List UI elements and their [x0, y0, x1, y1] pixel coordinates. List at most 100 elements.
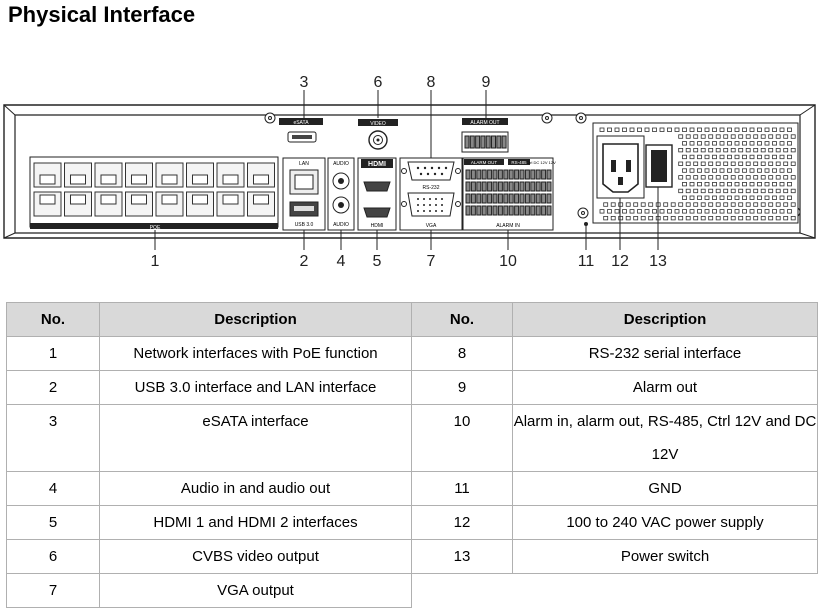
terminal-pin-icon: [481, 181, 487, 192]
vent-hole: [685, 161, 691, 166]
vent-hole: [772, 141, 777, 146]
terminal-pin-icon: [470, 205, 476, 216]
rs232-label: RS-232: [423, 185, 440, 191]
vent-hole: [753, 202, 759, 207]
cell-description: Alarm in, alarm out, RS-485, Ctrl 12V an…: [512, 404, 818, 472]
terminal-pin-icon: [541, 181, 547, 192]
terminal-pin-icon: [524, 181, 530, 192]
vent-hole: [787, 182, 792, 187]
vent-hole: [712, 127, 717, 132]
vent-hole: [723, 175, 729, 180]
table-row: 1 Network interfaces with PoE function 8…: [6, 336, 818, 371]
vent-hole: [768, 148, 774, 153]
vent-hole: [685, 188, 691, 194]
vent-hole: [745, 175, 751, 180]
video-bnc-port: VIDEO: [358, 119, 398, 150]
vent-hole: [775, 161, 781, 166]
vent-hole: [749, 127, 755, 132]
vent-hole: [644, 127, 650, 132]
terminal-pin-icon: [491, 135, 496, 149]
vent-hole: [648, 202, 654, 207]
vent-hole: [730, 175, 736, 180]
vent-hole: [682, 182, 687, 187]
vent-hole: [685, 215, 691, 221]
vent-hole: [757, 168, 762, 173]
vent-hole: [697, 209, 702, 214]
vent-hole: [779, 168, 785, 173]
rj45-port-icon: [161, 174, 178, 185]
empty-cell: [513, 574, 818, 608]
vent-hole: [693, 134, 699, 139]
vent-hole: [618, 215, 624, 221]
vent-hole: [787, 141, 792, 146]
vent-hole: [760, 161, 766, 166]
terminal-pin-icon: [503, 181, 509, 192]
vent-hole: [689, 195, 695, 200]
vent-hole: [727, 182, 732, 187]
vent-hole: [678, 215, 684, 221]
vent-hole: [629, 209, 635, 214]
terminal-pin-icon: [476, 205, 482, 216]
terminal-pin-icon: [508, 193, 514, 204]
vent-hole: [787, 209, 792, 214]
vent-hole: [704, 195, 710, 200]
hdmi-ports: HDMI HDMI: [357, 157, 397, 231]
vent-hole: [783, 202, 789, 207]
vent-hole: [625, 215, 631, 221]
vent-hole: [775, 215, 781, 221]
vent-hole: [757, 154, 762, 160]
terminal-pin-icon: [485, 135, 491, 149]
terminal-pin-icon: [497, 169, 503, 180]
terminal-pin-icon: [530, 205, 536, 216]
vent-hole: [715, 202, 721, 207]
vent-hole: [760, 134, 766, 139]
rj45-port-icon: [192, 174, 208, 185]
vent-hole: [614, 127, 620, 132]
vent-hole: [757, 141, 762, 146]
vent-hole: [783, 148, 789, 153]
cell-no: 10: [411, 404, 513, 472]
cell-description: RS-232 serial interface: [512, 336, 818, 371]
callout-9: 9: [482, 74, 491, 91]
table-row: 3 eSATA interface 10 Alarm in, alarm out…: [6, 404, 818, 472]
rj45-port-icon: [70, 194, 86, 205]
vent-hole: [760, 202, 766, 207]
vent-hole: [734, 127, 740, 132]
vent-hole: [633, 215, 639, 221]
vent-hole: [764, 195, 770, 200]
rj45-port-icon: [161, 194, 178, 205]
vent-hole: [738, 215, 744, 221]
vent-hole: [734, 168, 740, 173]
vent-hole: [757, 127, 762, 132]
rj45-port-icon: [131, 194, 147, 205]
vent-hole: [712, 168, 717, 173]
cell-no: 4: [6, 471, 100, 506]
vent-hole: [674, 127, 680, 132]
vga-label: VGA: [426, 223, 437, 229]
empty-cell: [412, 574, 513, 608]
vent-hole: [749, 195, 755, 200]
vent-hole: [719, 141, 725, 146]
vent-hole: [760, 215, 766, 221]
vent-hole: [682, 154, 687, 160]
vent-hole: [734, 182, 740, 187]
vent-hole: [633, 202, 639, 207]
rj45-port-icon: [100, 194, 117, 205]
callout-7: 7: [427, 253, 436, 270]
vent-hole: [708, 148, 714, 153]
terminal-pin-icon: [503, 169, 509, 180]
callout-6: 6: [374, 74, 383, 91]
vent-hole: [764, 154, 770, 160]
vent-hole: [790, 148, 796, 153]
vent-hole: [599, 127, 605, 132]
vent-hole: [749, 168, 755, 173]
vent-hole: [734, 195, 740, 200]
terminal-pin-icon: [464, 135, 470, 149]
vent-hole: [738, 202, 744, 207]
vent-hole: [693, 215, 699, 221]
vent-hole: [742, 154, 747, 160]
vent-hole: [685, 134, 691, 139]
cell-no: 7: [6, 573, 100, 608]
vent-hole: [618, 202, 624, 207]
vent-hole: [689, 127, 695, 132]
